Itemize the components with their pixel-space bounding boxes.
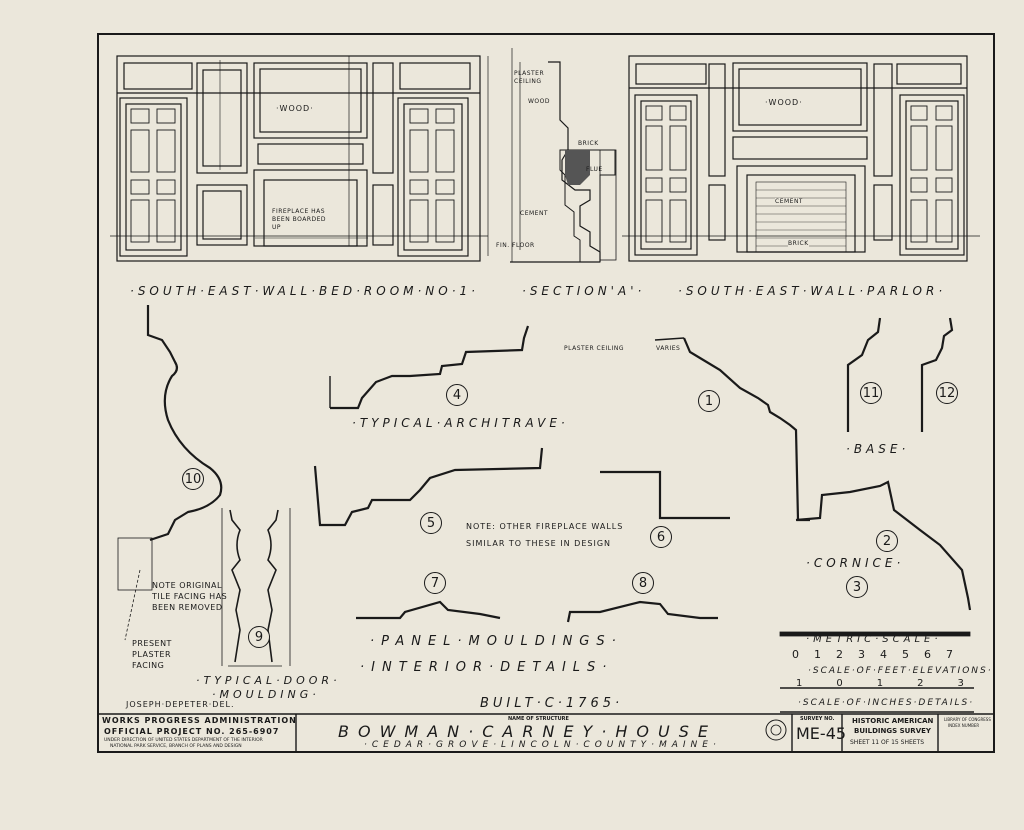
section-caption: ·SECTION'A'· <box>522 284 646 298</box>
interior-details-caption: ·INTERIOR·DETAILS· <box>360 660 614 675</box>
plaster-ceiling-detail-label: PLASTER CEILING <box>564 345 625 352</box>
fireplace-note: FIREPLACE HAS BEEN BOARDED UP <box>272 208 327 231</box>
base-caption: ·BASE· <box>846 442 910 456</box>
loc-line-2: INDEX NUMBER <box>948 723 980 728</box>
metric-tick: 3 <box>858 648 880 661</box>
typical-door-caption: ·TYPICAL·DOOR· <box>196 674 341 687</box>
detail-number-12: 12 <box>936 382 958 404</box>
profile-aux-lines <box>117 508 291 667</box>
feet-scale-ticks: 10123 <box>796 678 998 689</box>
detail-number-11: 11 <box>860 382 882 404</box>
moulding-caption: ·MOULDING· <box>212 688 320 701</box>
loc-line-1: LIBRARY OF CONGRESS <box>944 717 991 722</box>
parlor-elevation <box>622 55 980 262</box>
metric-tick: 0 <box>792 648 814 661</box>
metric-tick: 2 <box>836 648 858 661</box>
scale-bars <box>779 631 974 713</box>
wood-section-label: WOOD <box>528 98 550 105</box>
feet-scale-label: ·SCALE·OF·FEET·ELEVATIONS· <box>808 666 993 676</box>
detail-number-9: 9 <box>248 626 270 648</box>
detail-number-2: 2 <box>876 530 898 552</box>
brick-section-label: BRICK <box>578 140 599 147</box>
flue-label: FLUE <box>586 166 603 173</box>
brick-parlor-label: BRICK <box>788 240 809 247</box>
panel-mouldings-caption: ·PANEL·MOULDINGS· <box>370 634 623 649</box>
detail-number-6: 6 <box>650 526 672 548</box>
name-of-structure-label: NAME OF STRUCTURE <box>508 716 569 722</box>
detail-number-10: 10 <box>182 468 204 490</box>
feet-tick: 1 <box>796 678 837 689</box>
moulding-profiles <box>146 305 972 663</box>
metric-scale-ticks: 01234567 <box>792 648 968 661</box>
metric-tick: 4 <box>880 648 902 661</box>
structure-location: ·CEDAR·GROVE·LINCOLN·COUNTY·MAINE· <box>364 740 721 750</box>
feet-tick: 3 <box>957 678 998 689</box>
detail-number-5: 5 <box>420 512 442 534</box>
detail-number-7: 7 <box>424 572 446 594</box>
feet-tick: 0 <box>836 678 877 689</box>
bedroom-caption: ·SOUTH·EAST·WALL·BED·ROOM·NO·1· <box>130 284 479 298</box>
fireplace-walls-note: NOTE: OTHER FIREPLACE WALLS SIMILAR TO T… <box>466 522 624 548</box>
habs-line-2: BUILDINGS SURVEY <box>854 727 931 735</box>
bedroom-elevation <box>110 55 489 262</box>
built-date: BUILT·C·1765· <box>480 696 624 711</box>
detail-number-8: 8 <box>632 572 654 594</box>
varies-label: VARIES <box>656 345 681 352</box>
detail-number-3: 3 <box>846 576 868 598</box>
inches-scale-label: ·SCALE·OF·INCHES·DETAILS· <box>798 698 975 708</box>
metric-tick: 5 <box>902 648 924 661</box>
metric-scale-label: ·METRIC·SCALE· <box>806 634 942 645</box>
structure-name: BOWMAN·CARNEY·HOUSE <box>338 722 717 741</box>
wood-label-left: ·WOOD· <box>276 104 314 113</box>
metric-tick: 1 <box>814 648 836 661</box>
metric-tick: 7 <box>946 648 968 661</box>
tile-note: NOTE ORIGINAL TILE FACING HAS BEEN REMOV… <box>152 581 228 612</box>
delineator-credit: JOSEPH·DEPETER·DEL. <box>126 700 235 709</box>
title-block-lines <box>97 713 995 753</box>
cement-section-label: CEMENT <box>520 210 549 217</box>
survey-number: ME-45 <box>796 724 847 743</box>
wpa-direction: UNDER DIRECTION OF UNITED STATES DEPARTM… <box>104 738 263 743</box>
present-plaster-note: PRESENT PLASTER FACING <box>132 639 172 670</box>
typical-architrave-caption: ·TYPICAL·ARCHITRAVE· <box>352 416 569 430</box>
survey-no-label: SURVEY NO. <box>800 716 835 722</box>
detail-number-4: 4 <box>446 384 468 406</box>
wood-label-right: ·WOOD· <box>765 98 803 107</box>
sheet-info: SHEET 11 OF 15 SHEETS <box>850 739 925 746</box>
wpa-branch: NATIONAL PARK SERVICE, BRANCH OF PLANS A… <box>110 744 242 749</box>
plaster-ceiling-label: PLASTER CEILING <box>514 70 545 85</box>
metric-tick: 6 <box>924 648 946 661</box>
feet-tick: 2 <box>917 678 958 689</box>
fin-floor-label: FIN. FLOOR <box>496 242 535 249</box>
section-a <box>510 48 617 263</box>
cement-parlor-label: CEMENT <box>775 198 804 205</box>
drawing-sheet-border <box>97 33 995 753</box>
feet-tick: 1 <box>876 678 918 689</box>
habs-line-1: HISTORIC AMERICAN <box>852 717 934 725</box>
cornice-caption: ·CORNICE· <box>806 556 905 570</box>
wpa-project-number: OFFICIAL PROJECT NO. 265-6907 <box>104 727 280 736</box>
wpa-title: WORKS PROGRESS ADMINISTRATION <box>102 716 297 725</box>
detail-number-1: 1 <box>698 390 720 412</box>
parlor-caption: ·SOUTH·EAST·WALL·PARLOR· <box>678 284 947 298</box>
